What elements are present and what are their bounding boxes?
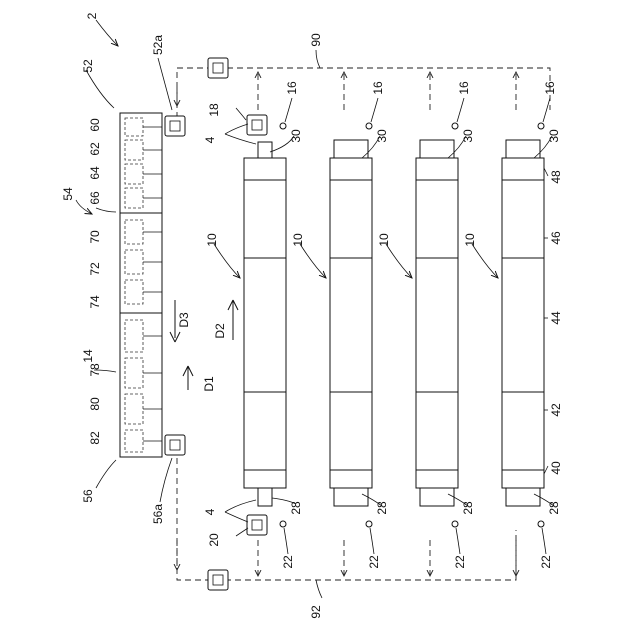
label-82: 82 bbox=[88, 431, 102, 445]
label-18: 18 bbox=[207, 103, 221, 117]
label-16-4: 16 bbox=[543, 81, 557, 95]
label-fig-2: 2 bbox=[85, 12, 99, 19]
label-22-2: 22 bbox=[367, 555, 381, 569]
label-46: 46 bbox=[549, 231, 563, 245]
label-48: 48 bbox=[549, 170, 563, 184]
label-90: 90 bbox=[309, 33, 323, 47]
label-72: 72 bbox=[88, 262, 102, 276]
label-54: 54 bbox=[61, 187, 75, 201]
label-60: 60 bbox=[88, 118, 102, 132]
label-42: 42 bbox=[549, 403, 563, 417]
label-30-3: 30 bbox=[461, 129, 475, 143]
label-22-4: 22 bbox=[539, 555, 553, 569]
roller-3 bbox=[416, 140, 458, 506]
roller-4 bbox=[502, 140, 544, 506]
label-22-3: 22 bbox=[453, 555, 467, 569]
roller-1 bbox=[244, 142, 286, 506]
roller-2 bbox=[330, 140, 372, 506]
label-52a: 52a bbox=[151, 35, 165, 55]
label-10-3: 10 bbox=[377, 233, 391, 247]
label-56: 56 bbox=[81, 489, 95, 503]
label-14: 14 bbox=[81, 349, 95, 363]
label-16-3: 16 bbox=[457, 81, 471, 95]
label-4-bottom: 4 bbox=[203, 508, 217, 515]
label-d3: D3 bbox=[177, 312, 191, 328]
label-92: 92 bbox=[309, 605, 323, 619]
label-28-2: 28 bbox=[375, 501, 389, 515]
sensor-circles bbox=[280, 123, 544, 527]
label-44: 44 bbox=[549, 311, 563, 325]
label-28-4: 28 bbox=[547, 501, 561, 515]
label-40: 40 bbox=[549, 461, 563, 475]
transport-line-top bbox=[177, 68, 550, 118]
label-66: 66 bbox=[88, 191, 102, 205]
square-unit-top-right bbox=[208, 58, 228, 78]
label-10-1: 10 bbox=[205, 233, 219, 247]
label-28-3: 28 bbox=[461, 501, 475, 515]
label-78: 78 bbox=[88, 363, 102, 377]
label-d1: D1 bbox=[202, 376, 216, 392]
label-52: 52 bbox=[81, 59, 95, 73]
label-16-2: 16 bbox=[371, 81, 385, 95]
label-70: 70 bbox=[88, 230, 102, 244]
leader-lines bbox=[76, 20, 554, 598]
square-unit-56a bbox=[165, 435, 185, 455]
label-20: 20 bbox=[207, 533, 221, 547]
label-64: 64 bbox=[88, 166, 102, 180]
label-22-1: 22 bbox=[281, 555, 295, 569]
label-d2: D2 bbox=[213, 323, 227, 339]
square-unit-bottom-left bbox=[208, 570, 228, 590]
square-unit-18 bbox=[247, 115, 267, 135]
label-4-top: 4 bbox=[203, 136, 217, 143]
numeral-labels: 2 90 92 52 52a 54 14 56 56a 60 62 64 66 … bbox=[61, 12, 563, 618]
square-unit-20 bbox=[247, 515, 267, 535]
label-62: 62 bbox=[88, 142, 102, 156]
label-30-2: 30 bbox=[375, 129, 389, 143]
label-80: 80 bbox=[88, 397, 102, 411]
storage-pod bbox=[120, 113, 162, 457]
label-28-1: 28 bbox=[289, 501, 303, 515]
label-30-4: 30 bbox=[547, 129, 561, 143]
label-56a: 56a bbox=[151, 504, 165, 524]
label-10-4: 10 bbox=[463, 233, 477, 247]
label-16-1: 16 bbox=[285, 81, 299, 95]
square-unit-52a bbox=[165, 116, 185, 136]
label-74: 74 bbox=[88, 295, 102, 309]
label-30-1: 30 bbox=[289, 129, 303, 143]
label-10-2: 10 bbox=[291, 233, 305, 247]
